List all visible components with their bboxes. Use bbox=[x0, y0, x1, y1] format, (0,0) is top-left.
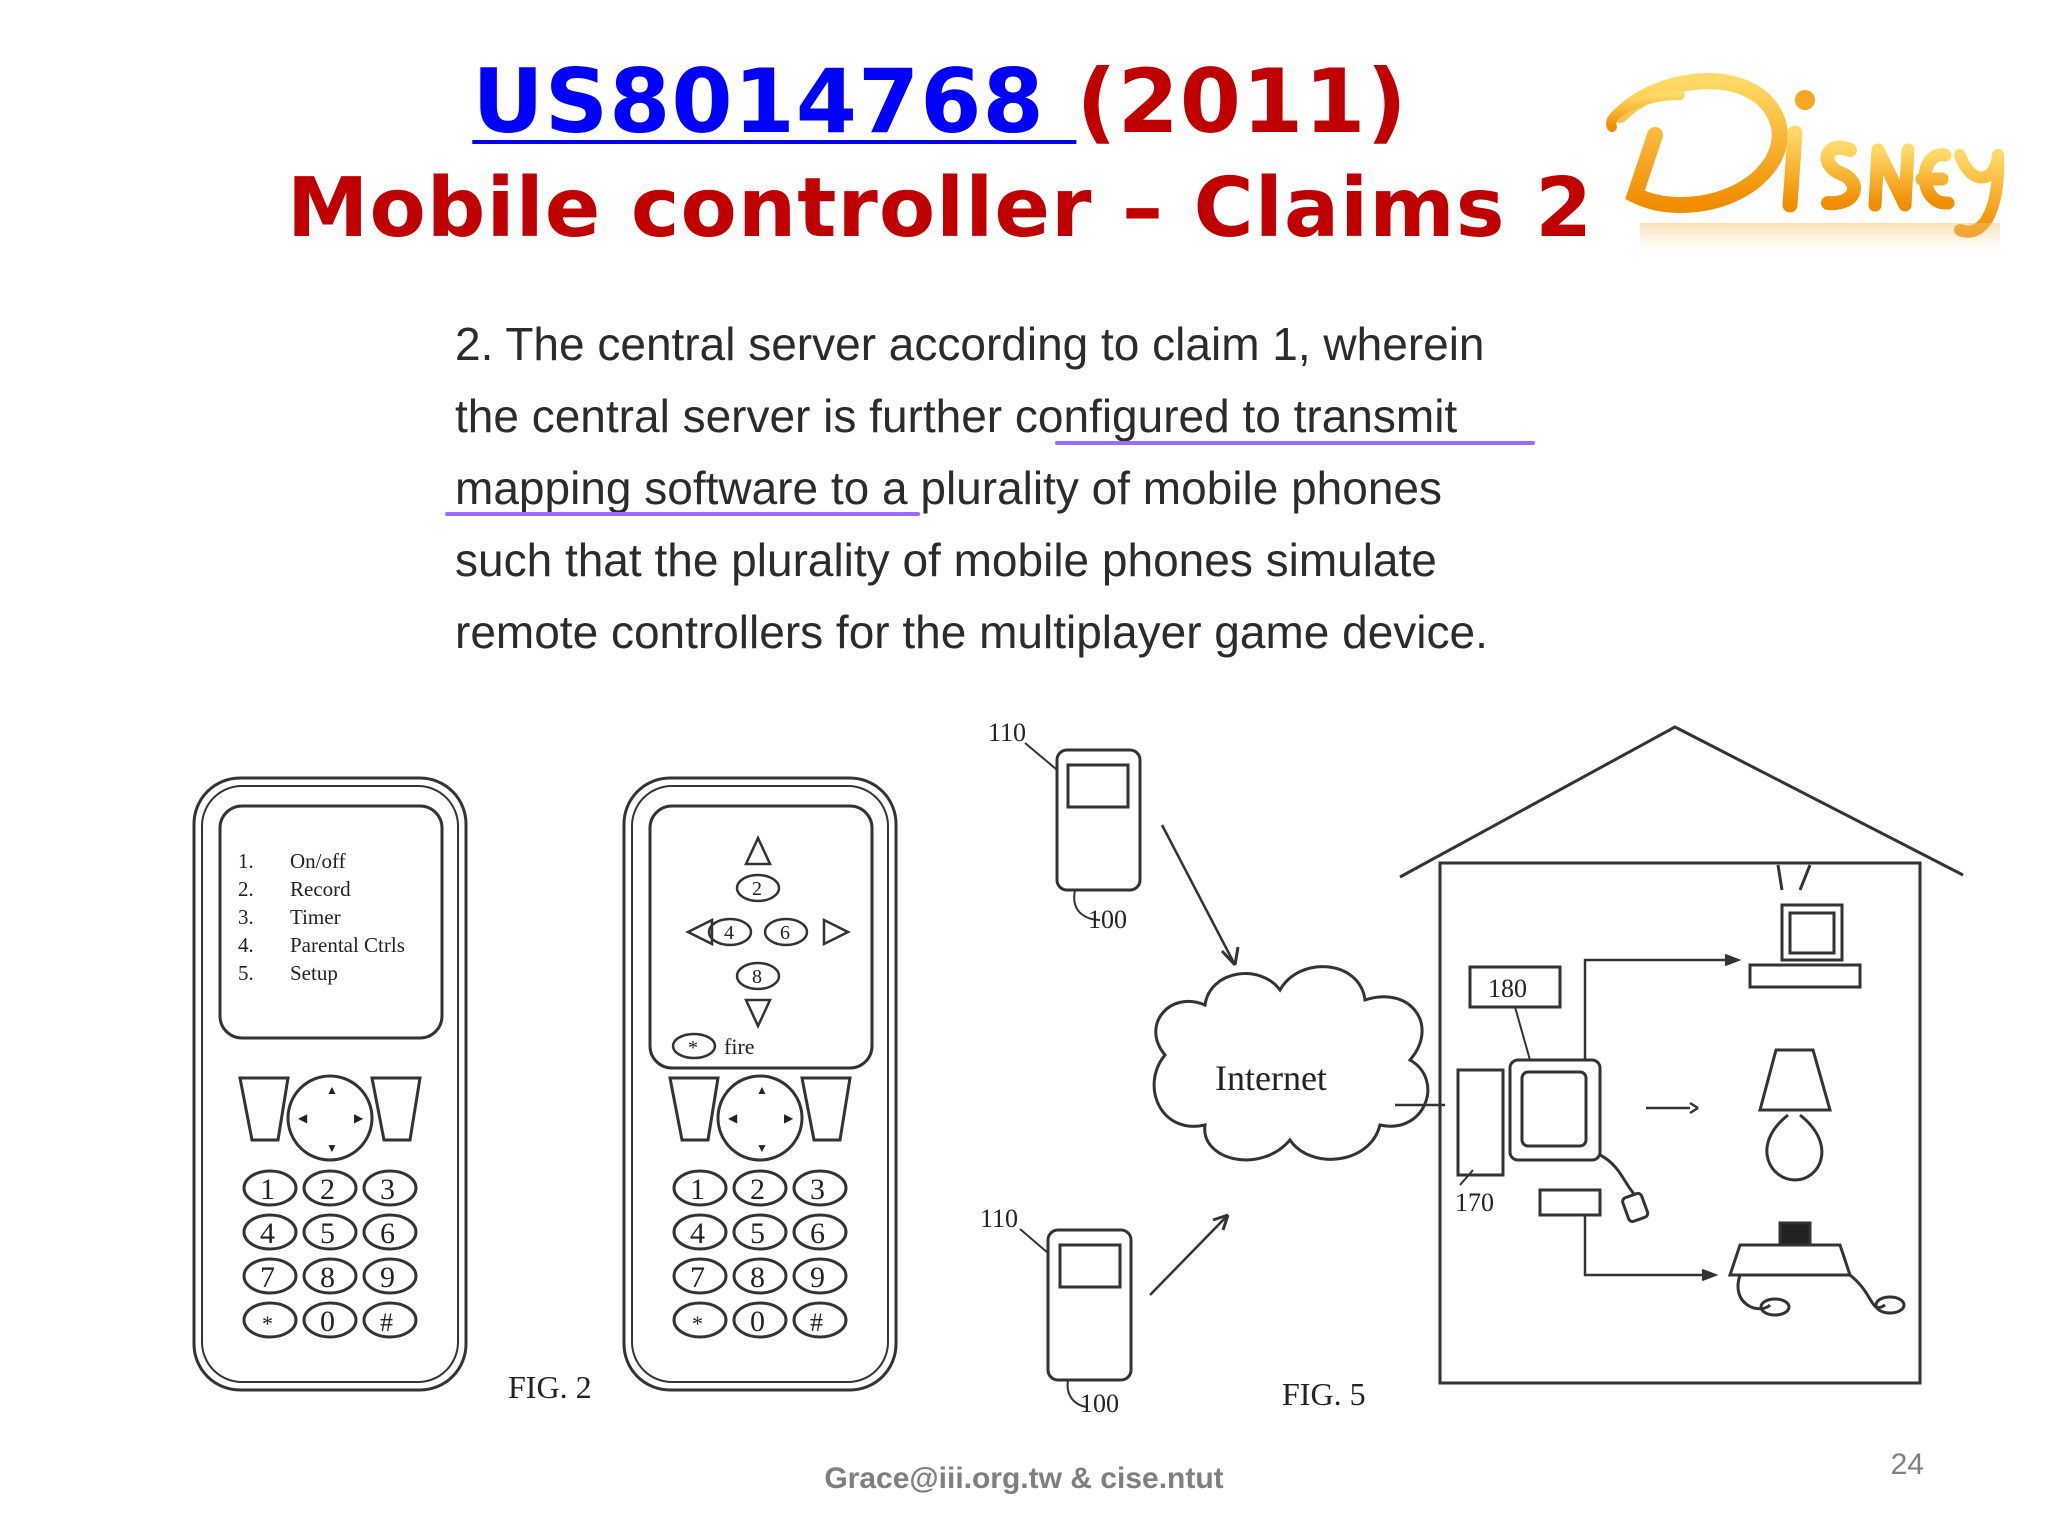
keypad-key: 3 bbox=[380, 1173, 395, 1206]
keypad-key: 7 bbox=[260, 1261, 275, 1294]
dpad-key: 2 bbox=[752, 878, 762, 900]
fig2-caption: FIG. 2 bbox=[508, 1369, 592, 1405]
keypad-key: 5 bbox=[750, 1217, 765, 1250]
svg-text:▶: ▶ bbox=[354, 1111, 364, 1125]
highlight-underline bbox=[445, 512, 920, 516]
keypad-key: 9 bbox=[810, 1261, 825, 1294]
fig2-drawing: 1. 2. 3. 4. 5. On/off Record Timer Paren… bbox=[180, 770, 920, 1420]
ref-label: 170 bbox=[1455, 1188, 1494, 1217]
keypad-key: * bbox=[262, 1311, 273, 1336]
menu-item: On/off bbox=[290, 849, 346, 873]
keypad-key: 8 bbox=[750, 1261, 765, 1294]
lamp bbox=[1760, 1050, 1830, 1180]
footer-text: Grace@iii.org.tw & cise.ntut bbox=[0, 1462, 2048, 1496]
menu-item: Setup bbox=[290, 961, 338, 985]
keypad-key: 7 bbox=[690, 1261, 705, 1294]
dpad-key: 4 bbox=[724, 922, 734, 944]
mobile-phone-bottom: 110 100 bbox=[980, 1204, 1131, 1418]
menu-number: 2. bbox=[238, 877, 254, 901]
keypad-key: 4 bbox=[690, 1217, 705, 1250]
svg-text:▼: ▼ bbox=[756, 1141, 768, 1155]
phone-gamepad: 2 4 6 8 * fire ▲ ▼ ◀ ▶ 1 2 3 4 5 6 7 8 9 bbox=[624, 778, 896, 1390]
keypad-key: 0 bbox=[320, 1305, 335, 1338]
slide-subtitle: Mobile controller – Claims 2 bbox=[0, 168, 1880, 250]
menu-number: 3. bbox=[238, 905, 254, 929]
ref-label: 110 bbox=[988, 718, 1026, 747]
svg-text:▼: ▼ bbox=[326, 1141, 338, 1155]
ref-label: 100 bbox=[1088, 905, 1127, 934]
svg-text:▲: ▲ bbox=[756, 1083, 768, 1097]
keypad-key: 4 bbox=[260, 1217, 275, 1250]
keypad-key: 6 bbox=[810, 1217, 825, 1250]
menu-item: Record bbox=[290, 877, 351, 901]
ref-label: 110 bbox=[980, 1204, 1018, 1233]
patent-link[interactable]: US8014768 bbox=[472, 50, 1076, 153]
disney-logo bbox=[1600, 55, 2005, 260]
keypad-key: * bbox=[692, 1311, 703, 1336]
menu-number: 1. bbox=[238, 849, 254, 873]
claim-line: 2. The central server according to claim… bbox=[455, 308, 1615, 380]
svg-text:◀: ◀ bbox=[728, 1111, 738, 1125]
keypad-key: 1 bbox=[260, 1173, 275, 1206]
television bbox=[1750, 865, 1860, 987]
menu-number: 4. bbox=[238, 933, 254, 957]
keypad-key: 2 bbox=[750, 1173, 765, 1206]
mobile-phone-top: 110 100 bbox=[988, 718, 1140, 934]
keypad-key: 8 bbox=[320, 1261, 335, 1294]
fire-label: fire bbox=[724, 1034, 755, 1059]
house bbox=[1400, 727, 1963, 1383]
keypad-key: 2 bbox=[320, 1173, 335, 1206]
highlight-underline bbox=[1055, 441, 1535, 445]
game-console bbox=[1730, 1223, 1904, 1315]
claim-line: remote controllers for the multiplayer g… bbox=[455, 596, 1615, 668]
menu-item: Parental Ctrls bbox=[290, 933, 405, 957]
ref-label: 100 bbox=[1080, 1389, 1119, 1418]
dpad-key: 6 bbox=[780, 922, 790, 944]
svg-text:▲: ▲ bbox=[326, 1083, 338, 1097]
menu-number: 5. bbox=[238, 961, 254, 985]
ref-label: 180 bbox=[1488, 974, 1527, 1003]
patent-year: (2011) bbox=[1076, 50, 1407, 153]
dpad-key: 8 bbox=[752, 966, 762, 988]
svg-text:▶: ▶ bbox=[784, 1111, 794, 1125]
internet-label: Internet bbox=[1215, 1058, 1327, 1098]
keypad-key: 3 bbox=[810, 1173, 825, 1206]
keypad-key: 1 bbox=[690, 1173, 705, 1206]
claim-text: 2. The central server according to claim… bbox=[455, 308, 1615, 668]
fig5-caption: FIG. 5 bbox=[1282, 1376, 1366, 1412]
keypad-key: # bbox=[810, 1308, 823, 1337]
page-number: 24 bbox=[1891, 1448, 1924, 1482]
menu-item: Timer bbox=[290, 905, 341, 929]
keypad-key: 6 bbox=[380, 1217, 395, 1250]
phone-keypad: 1 2 3 4 5 6 7 8 9 * 0 # bbox=[244, 1171, 416, 1338]
fig5-drawing: 110 100 110 100 Internet 180 17 bbox=[970, 715, 1970, 1425]
slide-title: US8014768 (2011) Mobile controller – Cla… bbox=[0, 58, 1880, 250]
fire-key: * bbox=[688, 1037, 698, 1059]
claim-line: such that the plurality of mobile phones… bbox=[455, 524, 1615, 596]
keypad-key: 9 bbox=[380, 1261, 395, 1294]
title-line-1: US8014768 (2011) bbox=[0, 58, 1880, 146]
keypad-key: # bbox=[380, 1308, 393, 1337]
svg-text:◀: ◀ bbox=[298, 1111, 308, 1125]
keypad-key: 0 bbox=[750, 1305, 765, 1338]
phone-menu: 1. 2. 3. 4. 5. On/off Record Timer Paren… bbox=[194, 778, 466, 1390]
keypad-key: 5 bbox=[320, 1217, 335, 1250]
